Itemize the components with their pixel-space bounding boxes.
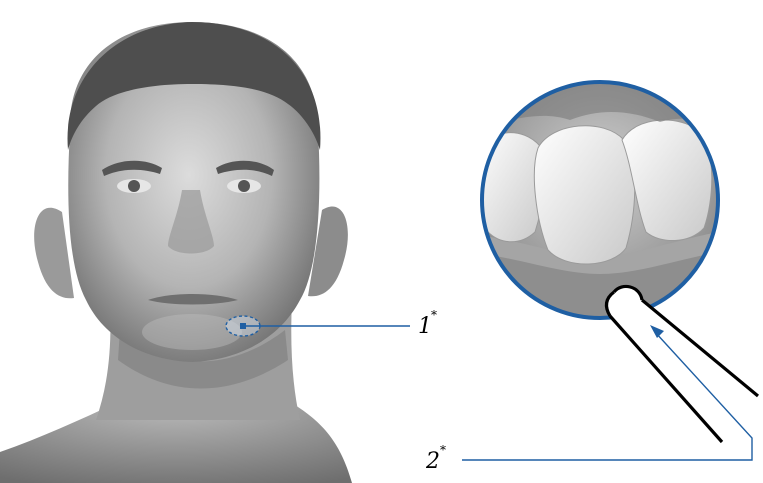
cheek-sample-marker <box>240 323 246 329</box>
left-iris <box>128 180 140 192</box>
label-2-superscript: * <box>440 443 446 457</box>
right-iris <box>238 180 250 192</box>
face-illustration <box>0 22 352 483</box>
chin-shading <box>142 314 242 350</box>
left-ear <box>34 208 74 299</box>
tooth-left <box>477 133 543 242</box>
probe-icon <box>607 286 758 442</box>
label-1-number: 1 <box>418 314 432 339</box>
teeth-closeup <box>470 70 730 340</box>
tooth-center <box>534 126 634 264</box>
label-1-superscript: * <box>431 308 437 322</box>
label-2-number: 2 <box>425 449 440 474</box>
